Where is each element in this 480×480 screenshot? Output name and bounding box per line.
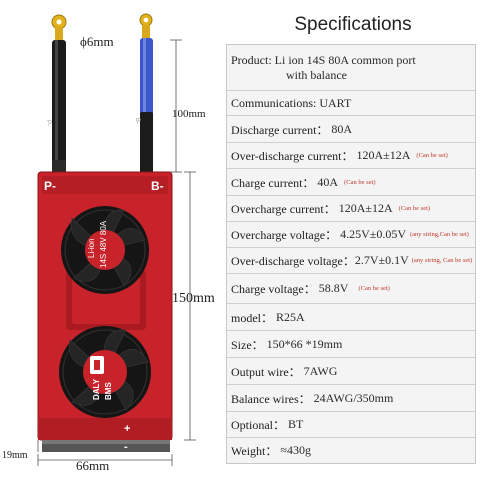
spec-row-optional: Optional：BT xyxy=(227,411,475,437)
dim-wire-length xyxy=(170,39,182,173)
spec-note: (Can be set) xyxy=(398,205,431,212)
board-minus: - xyxy=(124,441,128,453)
spec-value: Li ion 14S 80A common port xyxy=(274,52,416,67)
wire-tag-p: P- xyxy=(45,120,51,126)
spec-note: (Can be set) xyxy=(416,152,448,159)
spec-note: (Can be set) xyxy=(344,178,376,186)
spec-value: 58.8V xyxy=(318,281,349,295)
spec-value: 7AWG xyxy=(303,363,338,378)
board-plus: + xyxy=(124,423,130,435)
board-label-p: P- xyxy=(44,179,56,193)
spec-value-continued: with balance xyxy=(286,67,347,82)
spec-value: BT xyxy=(288,417,304,431)
spec-row-discharge-current: Discharge current：80A xyxy=(227,115,475,142)
spec-row-charge-current: Charge current：40A (Can be set) xyxy=(227,168,475,195)
board-spec-line2: 14S 48V 80A xyxy=(99,220,108,268)
spec-key: Communications: xyxy=(231,95,317,110)
spec-key: Balance wires： xyxy=(231,391,311,406)
wire-length-label: 100mm xyxy=(172,108,206,120)
spec-key: Size： xyxy=(231,337,264,352)
width-label: 66mm xyxy=(76,458,109,473)
spec-key: Over-discharge voltage： xyxy=(231,254,355,268)
spec-note: (Can be set) xyxy=(358,285,390,292)
spec-key: Discharge current： xyxy=(231,122,329,137)
board-spec-line1: Li-ion xyxy=(87,238,96,258)
terminal-b xyxy=(139,13,153,39)
spec-value: 120A±12A xyxy=(338,201,393,215)
spec-row-communications: Communications:UART xyxy=(227,90,475,115)
spec-value: 4.25V±0.05V xyxy=(340,227,406,241)
spec-row-output-wire: Output wire：7AWG xyxy=(227,357,475,384)
spec-row-size: Size：150*66 *19mm xyxy=(227,330,475,357)
fan-top xyxy=(61,206,149,294)
spec-row-over-discharge-voltage: Over-discharge voltage：2.7V±0.1V(any str… xyxy=(227,247,475,273)
spec-value: 24AWG/350mm xyxy=(313,390,394,405)
fan-bottom xyxy=(59,326,151,418)
spec-key: model： xyxy=(231,310,273,325)
spec-row-overcharge-current: Overcharge current：120A±12A (Can be set) xyxy=(227,195,475,221)
spec-key: Weight： xyxy=(231,444,278,458)
spec-row-balance-wires: Balance wires：24AWG/350mm xyxy=(227,384,475,411)
spec-value: 120A±12A xyxy=(356,148,411,162)
product-illustration: ϕ6mm P- B- 100mm P- xyxy=(0,0,226,480)
spec-note: (any string,Can be set) xyxy=(410,231,469,238)
spec-key: Charge voltage： xyxy=(231,282,316,296)
spec-value: R25A xyxy=(276,309,305,324)
spec-row-over-discharge-current: Over-discharge current：120A±12A (Can be s… xyxy=(227,142,475,168)
spec-value: 2.7V±0.1V xyxy=(354,253,409,267)
wire-tag-b: B- xyxy=(134,118,140,124)
spec-value: 150*66 *19mm xyxy=(266,336,343,351)
terminal-p xyxy=(51,14,67,41)
spec-row-charge-voltage: Charge voltage：58.8V (Can be set) xyxy=(227,273,475,303)
spec-key: Overcharge current： xyxy=(231,202,336,216)
spec-key: Product: xyxy=(231,52,272,67)
dim-width xyxy=(37,454,173,466)
spec-key: Optional： xyxy=(231,418,285,432)
spec-row-product: Product:Li ion 14S 80A common port with … xyxy=(227,45,475,90)
spec-value: ≈430g xyxy=(280,443,311,457)
specifications-panel: Specifications Product:Li ion 14S 80A co… xyxy=(226,0,480,480)
height-label: 150mm xyxy=(172,291,215,306)
specifications-title: Specifications xyxy=(294,14,412,35)
spec-key: Output wire： xyxy=(231,364,301,379)
spec-row-model: model：R25A xyxy=(227,303,475,330)
brand-bms: BMS xyxy=(104,382,113,400)
wire-blue xyxy=(140,38,153,176)
thickness-label: 19mm xyxy=(2,450,28,461)
spec-value: 80A xyxy=(331,121,353,136)
spec-key: Charge current： xyxy=(231,175,315,190)
spec-row-weight: Weight：≈430g xyxy=(227,437,475,463)
dim-height xyxy=(184,171,196,441)
wire-black xyxy=(52,40,66,176)
board-label-b: B- xyxy=(151,179,164,193)
spec-value: 40A xyxy=(317,174,339,189)
spec-key: Over-discharge current： xyxy=(231,149,354,163)
spec-value: UART xyxy=(319,95,352,110)
spec-row-overcharge-voltage: Overcharge voltage：4.25V±0.05V (any strin… xyxy=(227,221,475,247)
specifications-table: Product:Li ion 14S 80A common port with … xyxy=(226,44,476,464)
brand-daly: DALY xyxy=(92,378,101,400)
wire-diameter-label: ϕ6mm xyxy=(80,34,114,49)
spec-key: Overcharge voltage： xyxy=(231,228,338,242)
spec-note: (any string, Can be set) xyxy=(411,257,473,264)
